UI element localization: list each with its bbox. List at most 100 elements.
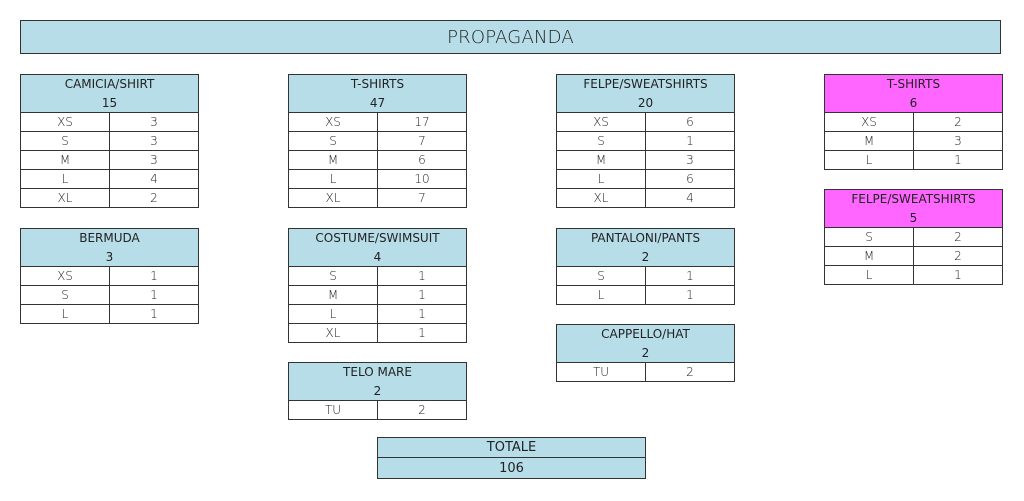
block-total: 4 [373, 249, 382, 264]
qty-cell: 6 [686, 115, 694, 129]
table-row: XS 2 [824, 113, 1003, 132]
qty-cell: 6 [686, 172, 694, 186]
qty-cell: 1 [954, 268, 962, 282]
grand-total-label: TOTALE [377, 437, 646, 458]
size-cell: L [557, 286, 646, 304]
block-name: TELO MARE [343, 364, 412, 379]
block-total: 47 [369, 95, 386, 110]
qty-cell: 7 [418, 191, 426, 205]
size-cell: M [825, 132, 914, 150]
table-row: XS 6 [556, 113, 735, 132]
size-cell: XS [21, 267, 110, 285]
block-name: CAPPELLO/HAT [601, 326, 690, 341]
table-row: TU 2 [556, 363, 735, 382]
block-header: FELPE/SWEATSHIRTS 20 [556, 74, 735, 113]
size-cell: XS [557, 113, 646, 131]
size-cell: L [21, 170, 110, 188]
table-row: XS 1 [20, 267, 199, 286]
block-total: 3 [105, 249, 114, 264]
size-cell: TU [289, 401, 378, 419]
qty-cell: 2 [954, 230, 962, 244]
size-cell: XS [825, 113, 914, 131]
block-cappello: CAPPELLO/HAT 2 TU 2 [556, 324, 735, 382]
size-cell: S [21, 132, 110, 150]
qty-cell: 4 [150, 172, 158, 186]
block-total: 20 [637, 95, 654, 110]
block-total: 15 [101, 95, 118, 110]
table-row: XL 2 [20, 189, 199, 208]
qty-cell: 2 [954, 115, 962, 129]
block-name: FELPE/SWEATSHIRTS [851, 191, 976, 206]
size-cell: M [289, 286, 378, 304]
qty-cell: 1 [150, 269, 158, 283]
size-cell: S [557, 132, 646, 150]
block-header: CAPPELLO/HAT 2 [556, 324, 735, 363]
qty-cell: 1 [150, 307, 158, 321]
qty-cell: 1 [418, 269, 426, 283]
qty-cell: 3 [686, 153, 694, 167]
block-header: T-SHIRTS 6 [824, 74, 1003, 113]
page-title: PROPAGANDA [20, 20, 1001, 54]
qty-cell: 3 [150, 134, 158, 148]
block-header: TELO MARE 2 [288, 362, 467, 401]
size-cell: S [825, 228, 914, 246]
block-total: 2 [641, 345, 650, 360]
qty-cell: 1 [954, 153, 962, 167]
size-cell: TU [557, 363, 646, 381]
block-name: CAMICIA/SHIRT [64, 76, 155, 91]
size-cell: M [289, 151, 378, 169]
block-total: 6 [909, 95, 918, 110]
size-cell: XS [21, 113, 110, 131]
qty-cell: 1 [418, 307, 426, 321]
qty-cell: 3 [954, 134, 962, 148]
grand-total-value: 106 [377, 458, 646, 479]
block-header: PANTALONI/PANTS 2 [556, 228, 735, 267]
block-name: BERMUDA [79, 230, 140, 245]
size-cell: XL [21, 189, 110, 207]
qty-cell: 2 [686, 365, 694, 379]
qty-cell: 7 [418, 134, 426, 148]
qty-cell: 10 [414, 172, 430, 186]
size-cell: XL [289, 324, 378, 342]
size-cell: M [825, 247, 914, 265]
size-cell: S [289, 267, 378, 285]
qty-cell: 1 [150, 288, 158, 302]
qty-cell: 2 [150, 191, 158, 205]
block-header: FELPE/SWEATSHIRTS 5 [824, 189, 1003, 228]
block-header: CAMICIA/SHIRT 15 [20, 74, 199, 113]
size-cell: M [557, 151, 646, 169]
block-total: 2 [373, 383, 382, 398]
grand-total: TOTALE 106 [377, 437, 646, 479]
block-header: T-SHIRTS 47 [288, 74, 467, 113]
qty-cell: 17 [414, 115, 430, 129]
